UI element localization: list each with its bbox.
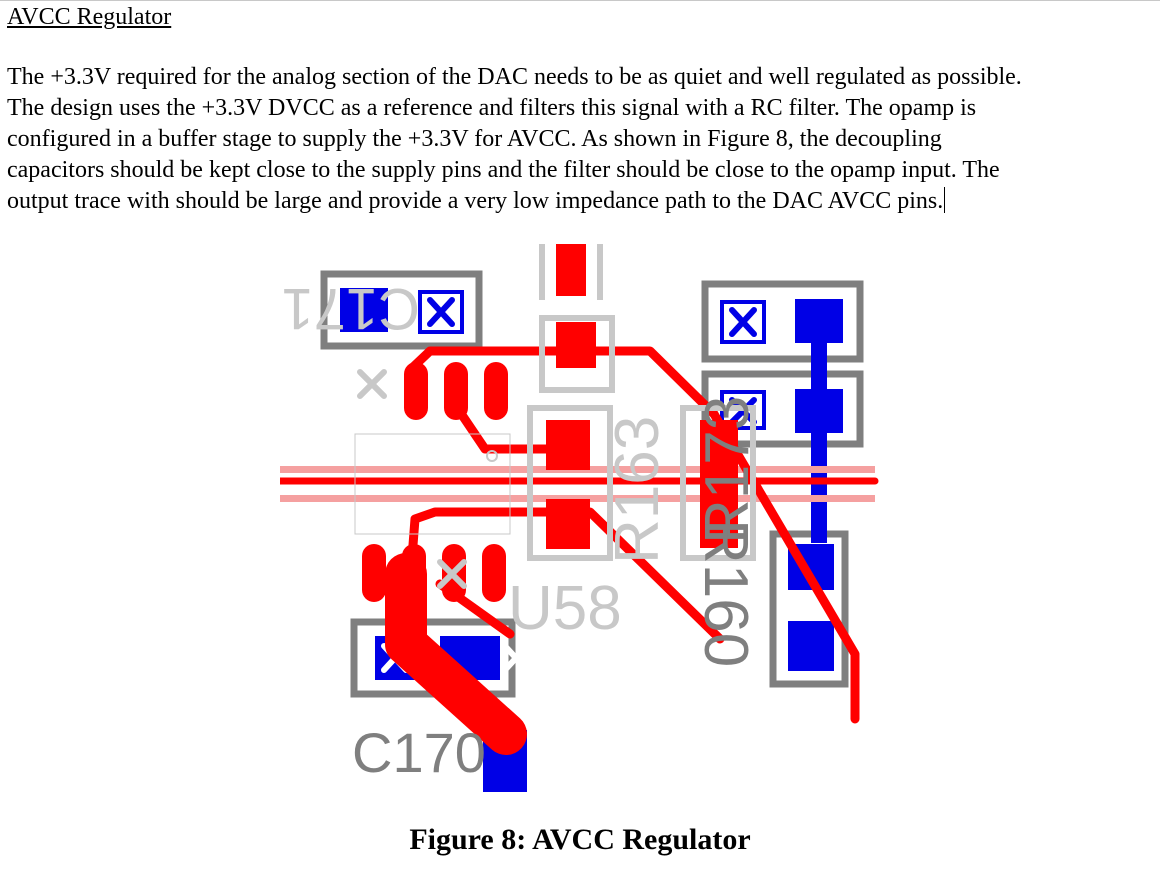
label-r173: R173: [693, 396, 762, 544]
r173-trace: [811, 433, 827, 543]
r-top-pad: [556, 244, 586, 296]
u58-pin-1: [362, 544, 386, 602]
figure-caption: Figure 8: AVCC Regulator: [409, 823, 751, 856]
u58-pin-7: [444, 362, 468, 420]
top-silkscreen: [354, 244, 756, 561]
r-top-outline: [539, 244, 603, 300]
text-cursor: [944, 187, 946, 213]
output-sense-trace: [405, 507, 725, 644]
pcb-layout-figure: C171 C170 U58 R163 R173 R160: [276, 244, 880, 794]
u58-pin-6: [484, 362, 508, 420]
r160-top-pad: [700, 420, 738, 548]
c171-outline: [320, 270, 483, 350]
u58-pin-2: [402, 544, 426, 602]
u58-body-outline: [354, 433, 511, 535]
u58-pin1-marker: [486, 450, 498, 462]
u58-pin-8: [404, 362, 428, 420]
r163-pad-2: [546, 499, 590, 549]
cross-icon: [427, 297, 455, 327]
r160-pad-2: [788, 621, 834, 671]
label-r163: R163: [603, 416, 672, 564]
r173-link: [811, 343, 827, 393]
section-heading: AVCC Regulator: [7, 4, 172, 30]
body-paragraph: The +3.3V required for the analog sectio…: [7, 62, 1155, 217]
label-u58: U58: [508, 574, 622, 643]
r160-outline: [769, 530, 849, 688]
r-mid-outline: [539, 315, 615, 393]
label-r160: R160: [691, 519, 760, 667]
pcb-layout-svg: C171 C170 U58 R163 R173 R160: [276, 244, 879, 792]
u58-pin-4: [482, 544, 506, 602]
label-c170: C170: [352, 721, 486, 784]
bus-trace-faint-2: [280, 495, 875, 502]
r-mid-pad: [556, 322, 596, 368]
r163-outline: [527, 405, 613, 561]
r163-pad-1: [546, 420, 590, 470]
filter-trace: [453, 404, 575, 454]
top-silk-crosses: [357, 369, 467, 589]
r173-pad-2: [795, 389, 843, 433]
cross-icon: [437, 559, 467, 589]
r173-outline-top: [701, 280, 864, 363]
feedback-trace: [709, 409, 860, 724]
via-markers: [418, 290, 766, 430]
c171-pad-1: [340, 288, 388, 332]
cross-icon: [502, 643, 530, 673]
paragraph-text: The +3.3V required for the analog sectio…: [7, 64, 1022, 214]
cross-icon: [729, 307, 757, 337]
cross-icon: [357, 369, 387, 399]
top-copper-pads: [362, 244, 738, 602]
label-c171: C171: [281, 276, 420, 341]
page-top-rule: [0, 0, 1160, 1]
r173-pad-1: [795, 299, 843, 343]
r160-top-outline: [680, 405, 756, 561]
